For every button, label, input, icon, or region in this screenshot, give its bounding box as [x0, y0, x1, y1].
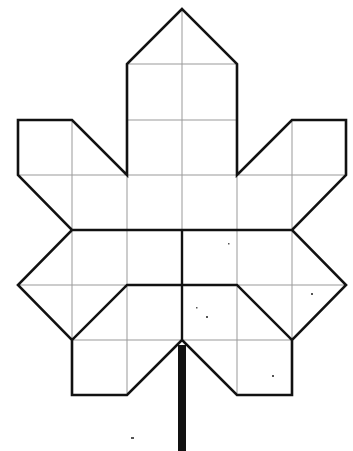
- leaf-stem: [178, 345, 186, 451]
- paper-specks: [131, 243, 313, 439]
